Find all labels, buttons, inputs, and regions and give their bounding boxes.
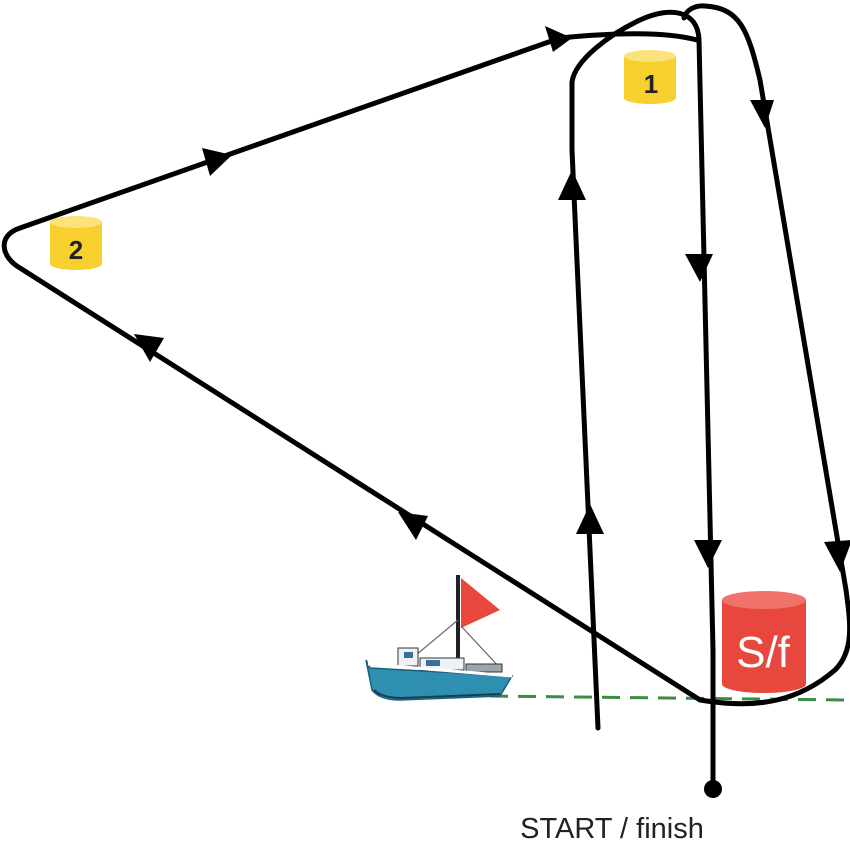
mark-2-label: 2: [69, 235, 83, 265]
mark-1-label: 1: [644, 69, 658, 99]
boat-flag: [461, 578, 500, 628]
committee-boat-icon: [365, 575, 514, 701]
arrow-up-2: [576, 504, 604, 534]
start-finish-mark-label: S/f: [736, 628, 791, 677]
arrow-up-left-2: [398, 512, 428, 540]
start-point-dot: [704, 780, 722, 798]
arrow-down-2: [694, 540, 722, 568]
start-finish-caption: START / finish: [520, 813, 704, 845]
course-leg-beat: [569, 9, 716, 791]
mark-1: 1: [624, 50, 676, 104]
arrow-up-right-2: [202, 148, 232, 176]
arrow-up-1: [558, 170, 586, 200]
mark-2: 2: [50, 216, 102, 270]
course-arrows: [134, 26, 850, 572]
arrow-down-1: [685, 254, 713, 282]
arrow-up-right-1: [545, 26, 572, 52]
arrow-down-right: [750, 100, 774, 128]
arrow-down-3: [824, 540, 850, 572]
start-finish-mark: S/f: [722, 591, 806, 693]
start-line: [489, 694, 849, 702]
arrow-up-left-1: [134, 334, 164, 362]
